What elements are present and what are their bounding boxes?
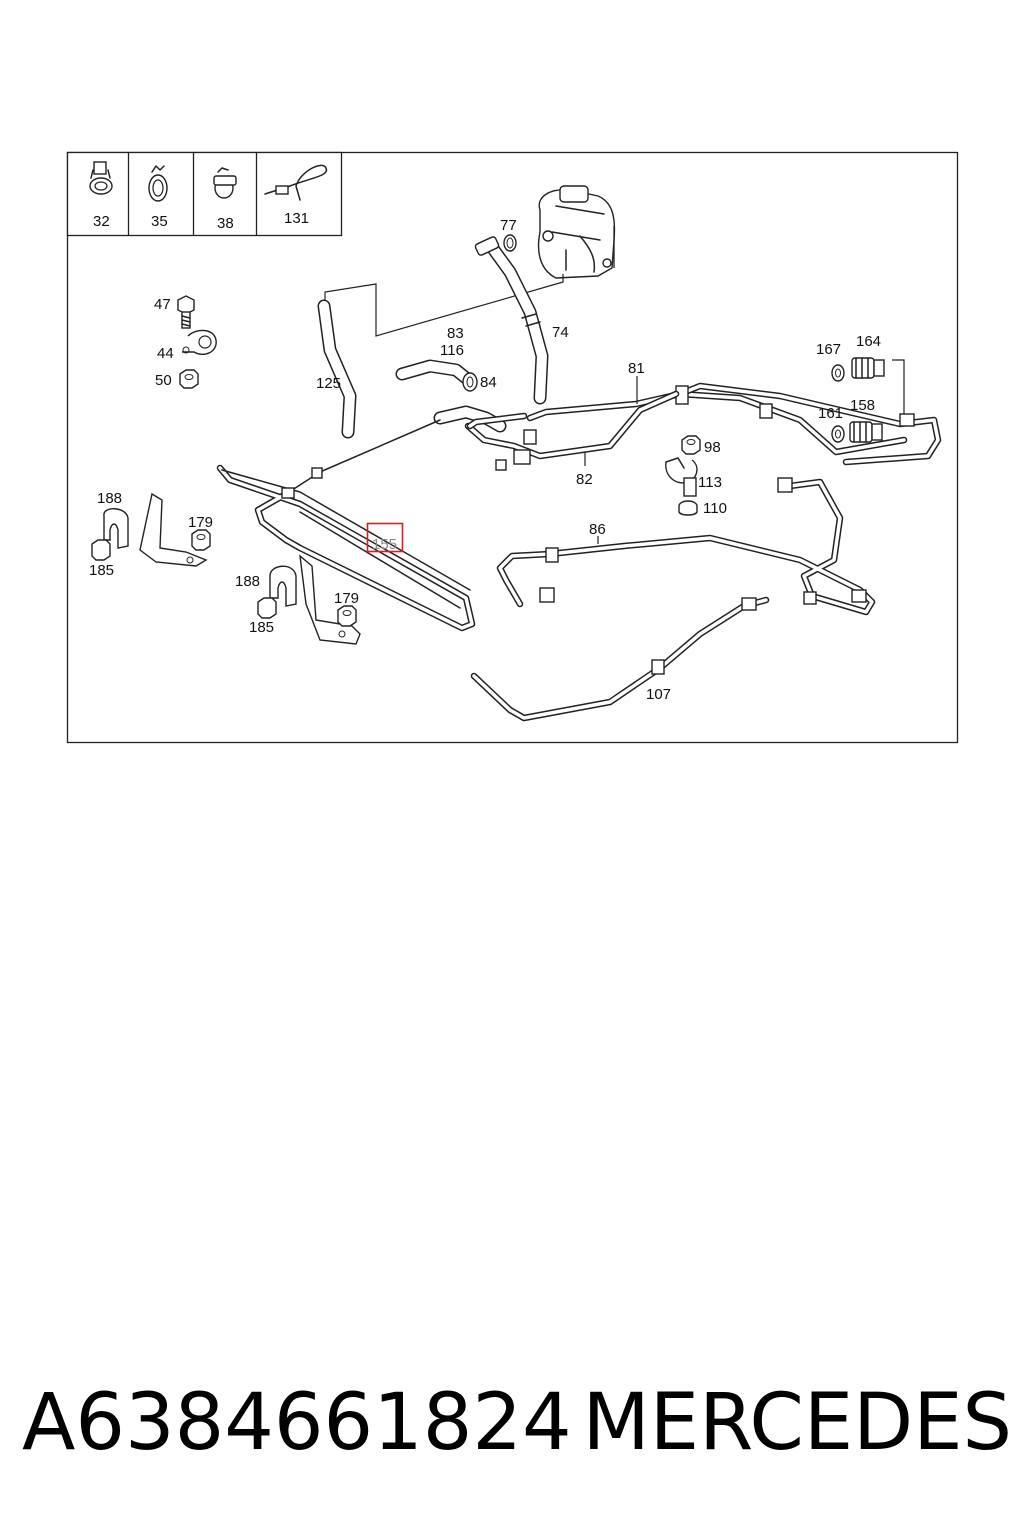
- inset-label-38: 38: [217, 215, 234, 232]
- line-107: [470, 596, 770, 722]
- inset-label-131: 131: [284, 210, 309, 227]
- callout-82: 82: [576, 471, 593, 488]
- callout-50: 50: [155, 372, 172, 389]
- washer-161: [831, 425, 845, 443]
- oil-cooler-155: [216, 419, 476, 632]
- callout-98: 98: [704, 439, 721, 456]
- clip-113: [665, 457, 698, 497]
- callout-83: 83: [447, 325, 464, 342]
- hose-83: [395, 359, 473, 385]
- nut-185-lower: [257, 597, 277, 619]
- hose-125: [317, 299, 357, 439]
- inset-parts-strip: 32 35 38 131: [66, 151, 343, 237]
- nut-179-upper: [191, 529, 211, 551]
- hose-clamp-icon: [89, 161, 113, 195]
- callout-155: 155: [372, 536, 397, 553]
- hose-74: [474, 234, 549, 405]
- callout-116: 116: [440, 342, 464, 359]
- diagram-frame: [66, 151, 959, 744]
- line-82: [464, 390, 680, 471]
- fitting-158: [849, 421, 883, 443]
- fitting-164: [851, 357, 885, 379]
- fitting-end-158: [899, 413, 915, 427]
- callout-185-lower: 185: [249, 619, 274, 636]
- callout-81: 81: [628, 360, 645, 377]
- callout-167: 167: [816, 341, 841, 358]
- callout-188-upper: 188: [97, 490, 122, 507]
- nut-50: [179, 369, 199, 389]
- callout-77: 77: [500, 217, 517, 234]
- grommet-188-upper: [103, 508, 129, 549]
- callout-74: 74: [552, 324, 569, 341]
- line-86: [496, 477, 876, 616]
- clamp-84: [462, 372, 478, 392]
- callout-188-lower: 188: [235, 573, 260, 590]
- steering-pump-reservoir: [537, 185, 616, 279]
- parts-diagram: 32 35 38 131: [0, 0, 1024, 760]
- washer-167: [831, 364, 845, 382]
- bracket-left-upper: [139, 492, 208, 567]
- callout-185-upper: 185: [89, 562, 114, 579]
- line-81: [526, 382, 942, 466]
- grommet-110: [678, 500, 698, 516]
- cable-tie-icon: [264, 164, 328, 201]
- inset-label-35: 35: [151, 213, 168, 230]
- callout-107: 107: [646, 686, 671, 703]
- spring-clamp-icon: [148, 165, 168, 202]
- nut-98: [681, 435, 701, 455]
- grommet-188-lower: [269, 565, 297, 607]
- callout-161: 161: [818, 405, 843, 422]
- highlight-box-155: [366, 522, 404, 553]
- callout-125: 125: [316, 375, 341, 392]
- bracket-left-lower: [299, 554, 361, 645]
- callout-47: 47: [154, 296, 171, 313]
- nut-179-lower: [337, 605, 357, 627]
- callout-179-upper: 179: [188, 514, 213, 531]
- callout-44: 44: [157, 345, 174, 362]
- callout-110: 110: [703, 500, 727, 517]
- leader-164-bracket: [892, 359, 905, 418]
- callout-158: 158: [850, 397, 875, 414]
- brand-name: MERCEDES: [582, 1378, 1013, 1468]
- callout-179-lower: 179: [334, 590, 359, 607]
- bolt-47: [177, 295, 195, 329]
- nut-185-upper: [91, 539, 111, 561]
- clip-clamp-icon: [213, 167, 237, 199]
- callout-164: 164: [856, 333, 881, 350]
- part-caption: A6384661824 MERCEDES: [22, 1368, 1012, 1478]
- clamp-44: [182, 329, 217, 356]
- inset-label-32: 32: [93, 213, 110, 230]
- part-number: A6384661824: [22, 1378, 572, 1468]
- callout-86: 86: [589, 521, 606, 538]
- callout-113: 113: [698, 474, 722, 491]
- leader-83-bracket: [324, 274, 564, 337]
- callout-84: 84: [480, 374, 497, 391]
